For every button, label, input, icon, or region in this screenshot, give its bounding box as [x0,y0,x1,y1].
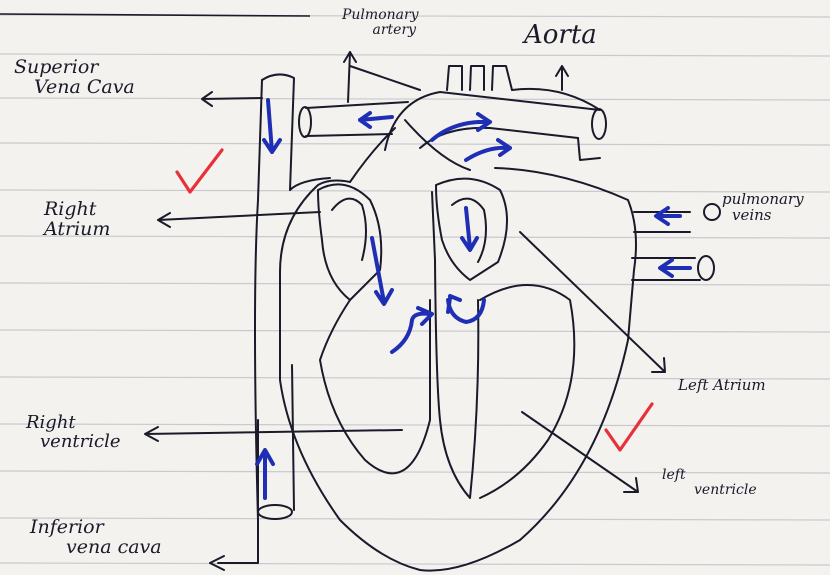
label-right-ventricle: Right ventricle [26,414,121,452]
label-left-ventricle-line2: ventricle [662,483,757,498]
flow-arrow-aorta-2 [466,140,510,160]
label-right-atrium-line2: Atrium [44,220,110,240]
label-superior-vena-cava: Superior Vena Cava [14,58,135,98]
flow-arrow-left-atrium [462,208,477,250]
label-aorta: Aorta [524,22,597,49]
label-pulmonary-veins-line2: veins [722,208,804,224]
flow-arrow-right-ventricle-out [392,308,432,352]
label-right-atrium-line1: Right [44,200,110,220]
tick-mark-left-ventricle [606,404,652,450]
heart-diagram [145,52,720,571]
leader-superior-vena-cava [202,92,262,106]
flow-arrow-pulmonary-artery [360,113,392,127]
label-pulmonary-artery-line2: artery [342,23,419,38]
tick-mark-right-atrium [177,150,222,192]
label-inferior-vena-cava-line1: Inferior [30,518,162,538]
label-right-ventricle-line2: ventricle [26,433,121,452]
right-ventricle-chamber [320,300,430,473]
heart-outer-wall [255,120,636,571]
aorta-vessel [385,92,600,150]
label-inferior-vena-cava-line2: vena cava [30,538,162,558]
label-left-ventricle: left ventricle [662,468,757,497]
flow-arrow-pulmonary-veins-2 [660,260,690,276]
leader-left-atrium [520,232,665,372]
flow-arrow-inferior-vena-cava [257,450,273,498]
leader-aorta [556,66,568,90]
left-atrium-chamber [436,179,507,280]
leader-right-ventricle [145,427,402,441]
flow-arrows [257,100,690,498]
tick-marks [177,150,652,450]
label-pulmonary-artery-line1: Pulmonary [342,8,419,23]
label-inferior-vena-cava: Inferior vena cava [30,518,162,558]
leader-pulmonary-artery [344,52,420,102]
aorta-branches [447,66,512,90]
superior-vena-cava-vessel [262,74,294,190]
leader-right-atrium [158,212,320,227]
label-left-atrium: Left Atrium [678,378,766,394]
label-left-ventricle-line1: left [662,468,757,483]
label-pulmonary-veins: pulmonary veins [722,192,804,224]
flow-arrow-pulmonary-veins-1 [656,208,680,224]
flow-arrow-superior-vena-cava [264,100,280,152]
label-right-atrium: Right Atrium [44,200,110,240]
septum [432,192,478,498]
left-ventricle-chamber [480,285,574,498]
label-pulmonary-artery: Pulmonary artery [342,8,419,37]
label-superior-vena-cava-line1: Superior [14,58,135,78]
label-superior-vena-cava-line2: Vena Cava [14,78,135,98]
